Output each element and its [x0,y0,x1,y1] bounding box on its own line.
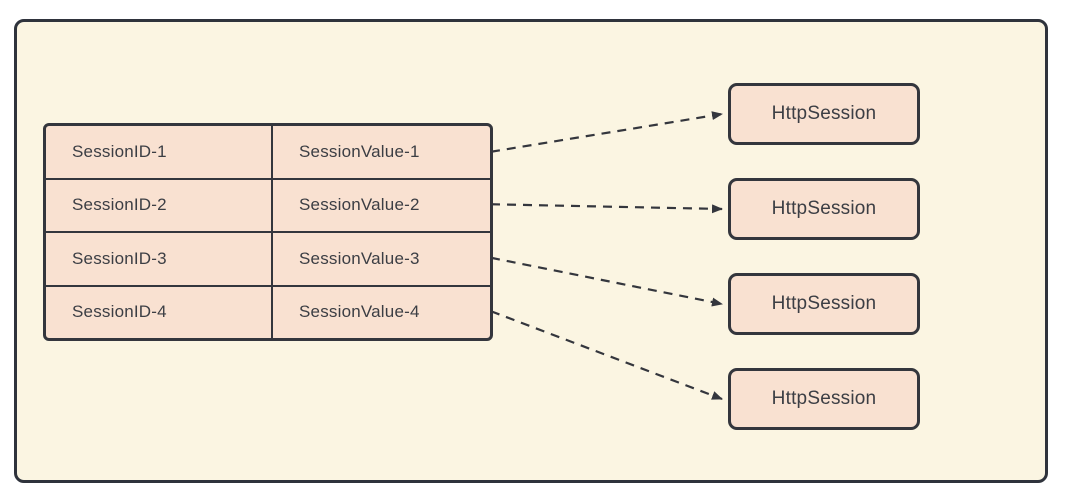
session-id-cell: SessionID-1 [46,126,273,178]
http-session-box-3: HttpSession [728,273,920,335]
session-id-cell: SessionID-2 [46,179,273,231]
session-store-table: SessionID-1 SessionValue-1 SessionID-2 S… [43,123,493,341]
session-value-cell: SessionValue-4 [299,302,420,322]
http-session-label: HttpSession [771,293,877,314]
session-id-cell: SessionID-4 [46,286,273,338]
http-session-box-2: HttpSession [728,178,920,240]
session-id-cell: SessionID-3 [46,233,273,285]
table-row-3: SessionID-3 SessionValue-3 [46,231,490,285]
session-value-cell: SessionValue-3 [299,248,420,268]
http-session-box-4: HttpSession [728,368,920,430]
session-value-cell: SessionValue-1 [299,141,420,161]
table-row-4: SessionID-4 SessionValue-4 [46,284,490,338]
http-session-label: HttpSession [771,198,877,219]
table-row-1: SessionID-1 SessionValue-1 [46,126,490,178]
table-row-2: SessionID-2 SessionValue-2 [46,177,490,231]
http-session-box-1: HttpSession [728,83,920,145]
http-session-label: HttpSession [771,103,877,124]
session-value-cell: SessionValue-2 [299,195,420,215]
http-session-label: HttpSession [771,388,877,409]
